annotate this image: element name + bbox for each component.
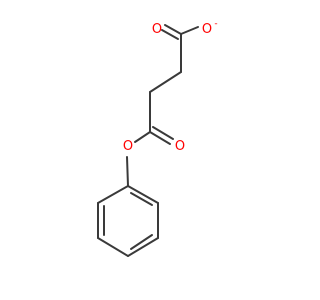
bond-c1-o-double-b (164, 24, 182, 35)
bond-c1-o-single (180, 26, 199, 35)
bond-o-link-ring (126, 156, 129, 187)
bond-c1-o-double-a (161, 29, 179, 40)
ring-bond-6 (97, 185, 129, 204)
ring-bond-3 (127, 237, 159, 257)
bond-c4-o-double-a (149, 131, 171, 145)
atom-o-ester-link: O (123, 139, 133, 154)
ring-inner-bond-1 (130, 192, 153, 206)
charge-minus: - (214, 19, 217, 29)
bond-c4-o-double-b (152, 126, 174, 140)
ring-bond-4 (97, 237, 129, 257)
atom-o-carboxylate: O (202, 22, 212, 37)
ring-inner-bond-2 (130, 234, 153, 250)
molecule-diagram: O O - O O (97, 19, 218, 257)
bond-c4-o-link (134, 131, 151, 143)
ring-bond-1 (127, 185, 159, 204)
structure-canvas: O O - O O (97, 19, 218, 257)
atom-o-carbonyl-top: O (152, 22, 162, 37)
atom-o-ester-carbonyl: O (175, 139, 185, 154)
bond-c2-c3 (149, 71, 182, 93)
